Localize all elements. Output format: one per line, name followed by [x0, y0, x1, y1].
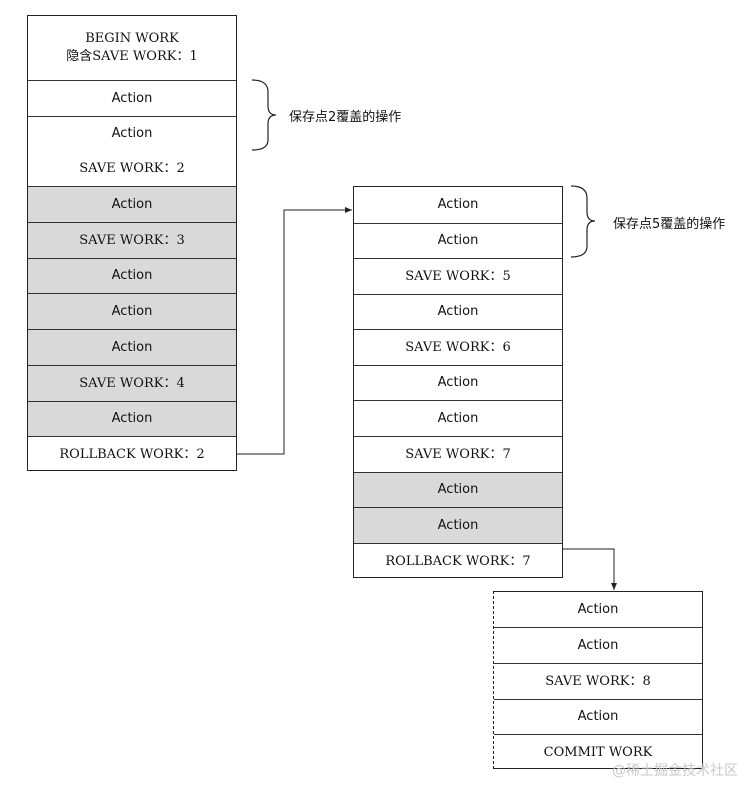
action-row: Action — [494, 627, 702, 663]
action-row: Action — [28, 258, 236, 293]
action-row: Action — [577, 601, 619, 617]
savepoint-row: SAVE WORK：8 — [494, 663, 702, 699]
rollback-row: ROLLBACK WORK：2 — [28, 436, 236, 472]
action-row: Action — [354, 294, 562, 329]
begin-work-cell: BEGIN WORK 隐含SAVE WORK：1 — [28, 16, 236, 80]
action-row: Action — [354, 365, 562, 400]
action-row: Action — [28, 116, 236, 151]
annotation-savepoint-2: 保存点2覆盖的操作 — [289, 110, 402, 125]
commit-row: COMMIT WORK — [494, 734, 702, 770]
implicit-savepoint-label: 隐含SAVE WORK：1 — [66, 49, 198, 64]
savepoint-row: SAVE WORK：4 — [28, 365, 236, 401]
action-row: Action — [28, 186, 236, 222]
action-row: Action — [28, 401, 236, 436]
arrow-rollback-2 — [237, 207, 352, 455]
brace-savepoint-2 — [251, 79, 277, 151]
brace-savepoint-5 — [570, 185, 596, 258]
savepoint-row: SAVE WORK：2 — [79, 160, 185, 176]
savepoint-row: SAVE WORK：3 — [28, 222, 236, 258]
rollback-row: ROLLBACK WORK：7 — [354, 543, 562, 579]
watermark: @稀土掘金技术社区 — [612, 763, 738, 779]
action-row: Action — [28, 80, 236, 116]
action-row: Action — [28, 329, 236, 365]
savepoint-row: SAVE WORK：6 — [354, 329, 562, 365]
action-row: Action — [494, 699, 702, 734]
arrow-rollback-7 — [563, 548, 617, 590]
savepoint-row: SAVE WORK：7 — [354, 436, 562, 472]
action-row: Action — [354, 472, 562, 507]
action-row: Action — [354, 507, 562, 543]
begin-work-label: BEGIN WORK — [85, 31, 179, 46]
action-row: Action — [354, 400, 562, 436]
action-row: Action — [354, 223, 562, 258]
annotation-savepoint-5: 保存点5覆盖的操作 — [613, 217, 726, 232]
action-row: Action — [437, 197, 479, 212]
action-row: Action — [28, 293, 236, 329]
savepoint-row: SAVE WORK：5 — [354, 258, 562, 294]
